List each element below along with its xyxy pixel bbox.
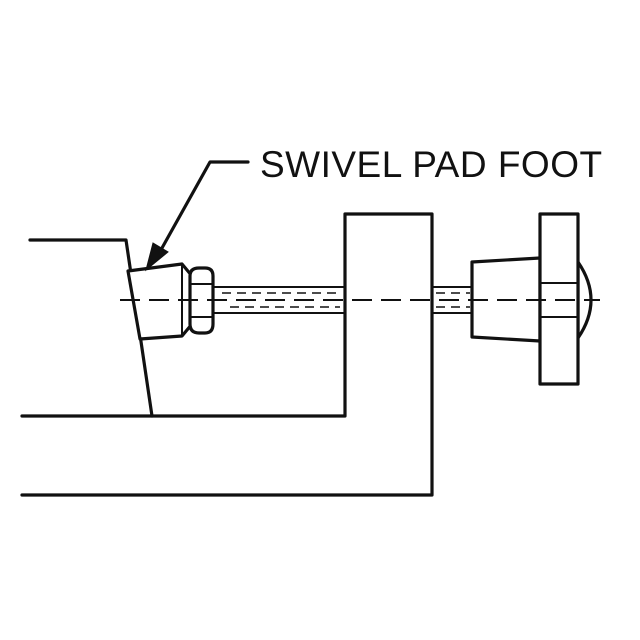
hex-nut [188, 266, 215, 335]
workpiece-outline [28, 238, 154, 418]
base-top-line [20, 212, 434, 497]
threaded-screw-right [432, 286, 472, 314]
callout-label: SWIVEL PAD FOOT [260, 144, 603, 185]
threaded-screw-left [212, 286, 345, 314]
callout-leader [145, 160, 250, 272]
